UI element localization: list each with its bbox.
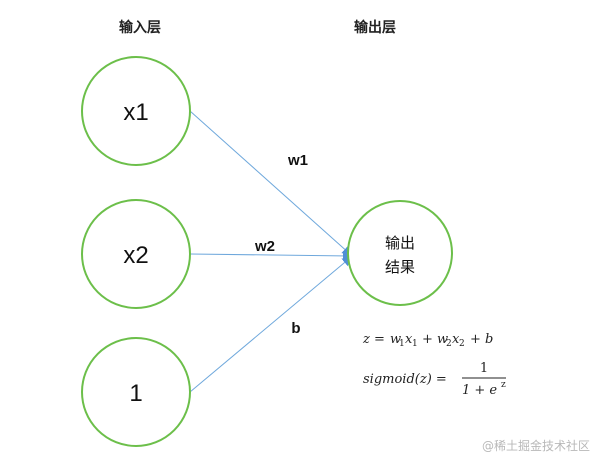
input-node-x1-label: x1 bbox=[123, 99, 148, 126]
formula-z-plus1: + bbox=[422, 332, 433, 347]
formula-z-b: b bbox=[485, 332, 493, 347]
input-node-x1-circle bbox=[81, 56, 191, 166]
formula-z: z = w 1 x 1 + w 2 x 2 + b bbox=[362, 332, 493, 349]
edge-x2-to-output bbox=[189, 250, 351, 261]
formula-z-var: z bbox=[362, 332, 370, 347]
formula-sigmoid: sigmoid(z) = 1 1 + e z bbox=[363, 361, 506, 398]
input-node-bias: 1 bbox=[81, 337, 191, 447]
formula-z-eq: = bbox=[374, 332, 385, 347]
formula-z-w2: w bbox=[437, 332, 448, 347]
formula-z-plus2: + bbox=[470, 332, 481, 347]
formula-z-x2-sub: 2 bbox=[459, 339, 465, 349]
formula-sigmoid-exponent: z bbox=[501, 380, 506, 390]
formula-z-x1: x bbox=[405, 332, 413, 347]
output-layer-title: 输出层 bbox=[354, 19, 396, 36]
input-layer-title: 输入层 bbox=[119, 19, 161, 36]
output-node: 输出 结果 bbox=[347, 200, 453, 306]
edge-bias-to-output bbox=[189, 257, 351, 393]
edge-label-b: b bbox=[291, 320, 300, 337]
input-node-x2: x2 bbox=[81, 199, 191, 309]
formula-z-w1: w bbox=[390, 332, 401, 347]
formula-sigmoid-lhs: sigmoid(z) = bbox=[363, 372, 447, 387]
input-node-x2-label: x2 bbox=[123, 242, 148, 269]
input-node-bias-label: 1 bbox=[129, 380, 142, 407]
output-node-circle bbox=[347, 200, 453, 306]
output-node-label-line1: 输出 bbox=[385, 234, 415, 252]
edge-x1-to-output bbox=[189, 110, 351, 255]
edge-label-w1: w1 bbox=[287, 152, 308, 169]
formula-sigmoid-numerator: 1 bbox=[480, 361, 488, 376]
formula-z-w2-sub: 2 bbox=[446, 339, 452, 349]
formula-z-w1-sub: 1 bbox=[399, 339, 405, 349]
edge-label-w2: w2 bbox=[254, 238, 275, 255]
input-node-x1: x1 bbox=[81, 56, 191, 166]
formula-z-x1-sub: 1 bbox=[412, 339, 418, 349]
formula-sigmoid-denominator: 1 + e bbox=[462, 383, 497, 398]
output-node-label-line2: 结果 bbox=[385, 258, 415, 276]
input-node-bias-circle bbox=[81, 337, 191, 447]
formula-z-x2: x bbox=[452, 332, 460, 347]
watermark-text: @稀土掘金技术社区 bbox=[482, 438, 590, 453]
input-node-x2-circle bbox=[81, 199, 191, 309]
